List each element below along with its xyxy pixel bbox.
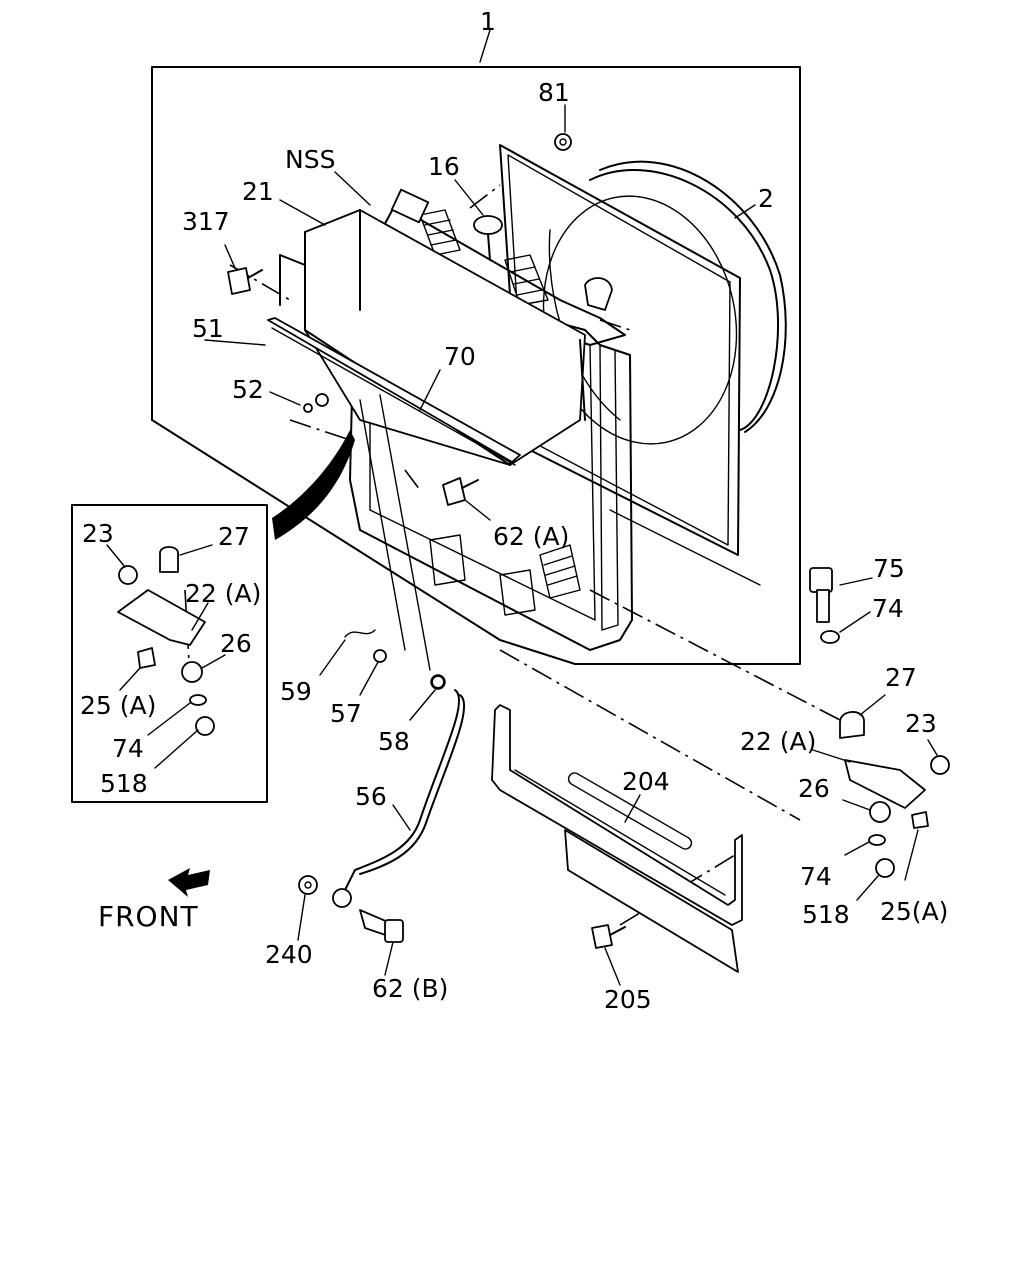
bracket-22a-left-icon (117, 589, 206, 646)
callout-2: 2 (758, 184, 774, 213)
callout-52: 52 (232, 375, 264, 404)
callout-26-left: 26 (220, 629, 252, 658)
front-arrow-icon (168, 868, 210, 897)
mount-stack-right (820, 630, 950, 878)
callout-58: 58 (378, 727, 410, 756)
callout-70: 70 (444, 342, 476, 371)
washer-74-left-icon (189, 694, 207, 706)
callout-25a-left: 25 (A) (80, 691, 156, 720)
callout-56: 56 (355, 782, 387, 811)
callout-1: 1 (480, 7, 496, 36)
bolt-205-icon (591, 924, 626, 949)
seal-strip (267, 317, 521, 466)
washer-74-right-icon (868, 834, 886, 846)
front-label: FRONT (98, 900, 199, 933)
callout-21: 21 (242, 177, 274, 206)
bolt-62b-icon (359, 909, 404, 943)
bolt-75-icon (809, 567, 833, 623)
callout-62b: 62 (B) (372, 974, 448, 1003)
stud-25a-left-icon (137, 647, 156, 669)
callout-labels: 1 81 2 16 NSS 21 317 51 52 70 62 (A) 75 … (80, 7, 948, 1014)
callout-59: 59 (280, 677, 312, 706)
leader-lines (106, 104, 938, 986)
callout-16: 16 (428, 152, 460, 181)
callout-51: 51 (192, 314, 224, 343)
washer-58-icon (431, 675, 445, 689)
callout-25a-right: 25(A) (880, 897, 948, 926)
washer-74-upper-icon (820, 630, 840, 644)
callout-81: 81 (538, 78, 570, 107)
assembly-frame (151, 29, 801, 665)
nut-81-icon (554, 133, 572, 151)
callout-75: 75 (873, 554, 905, 583)
nut-23-left-icon (118, 565, 138, 585)
grommet-52-icon (303, 393, 329, 413)
callout-518-left: 518 (100, 769, 148, 798)
callout-23-left: 23 (82, 519, 114, 548)
cushion-27-right-icon (839, 711, 865, 739)
cushion-26-left-icon (181, 661, 203, 683)
stud-25a-right-icon (911, 811, 929, 829)
callout-23-right: 23 (905, 709, 937, 738)
callout-57: 57 (330, 699, 362, 728)
callout-26-right: 26 (798, 774, 830, 803)
cushion-27-left-icon (159, 546, 179, 573)
lead-wires (344, 394, 431, 671)
nut-23-right-icon (930, 755, 950, 775)
cap-16-icon (473, 215, 503, 261)
bracket-22a-right-icon (844, 759, 926, 809)
callout-205: 205 (604, 985, 652, 1014)
callout-74-upper: 74 (872, 594, 904, 623)
callout-74-left: 74 (112, 734, 144, 763)
callout-27-right: 27 (885, 663, 917, 692)
callout-62a: 62 (A) (493, 522, 569, 551)
nut-240-icon (298, 875, 318, 895)
callout-27-left: 27 (218, 522, 250, 551)
callout-22a-left: 22 (A) (185, 579, 261, 608)
callout-204: 204 (622, 767, 670, 796)
cushion-26-right-icon (869, 801, 891, 823)
bolt-62a-icon (442, 477, 479, 506)
detail-pointer (272, 430, 355, 540)
bracket-204 (491, 704, 743, 973)
callout-nss: NSS (285, 145, 335, 174)
callout-74-right: 74 (800, 862, 832, 891)
callout-518-right: 518 (802, 900, 850, 929)
callout-22a-right: 22 (A) (740, 727, 816, 756)
radiator-core (349, 188, 633, 651)
nut-518-right-icon (875, 858, 895, 878)
nut-518-left-icon (195, 716, 215, 736)
cooling-fins (419, 209, 581, 616)
bolt-317-icon (227, 267, 263, 295)
harness-56 (332, 674, 466, 908)
washer-57-icon (373, 649, 387, 663)
callout-240: 240 (265, 940, 313, 969)
callout-317: 317 (182, 207, 230, 236)
detail-inset (71, 504, 268, 803)
